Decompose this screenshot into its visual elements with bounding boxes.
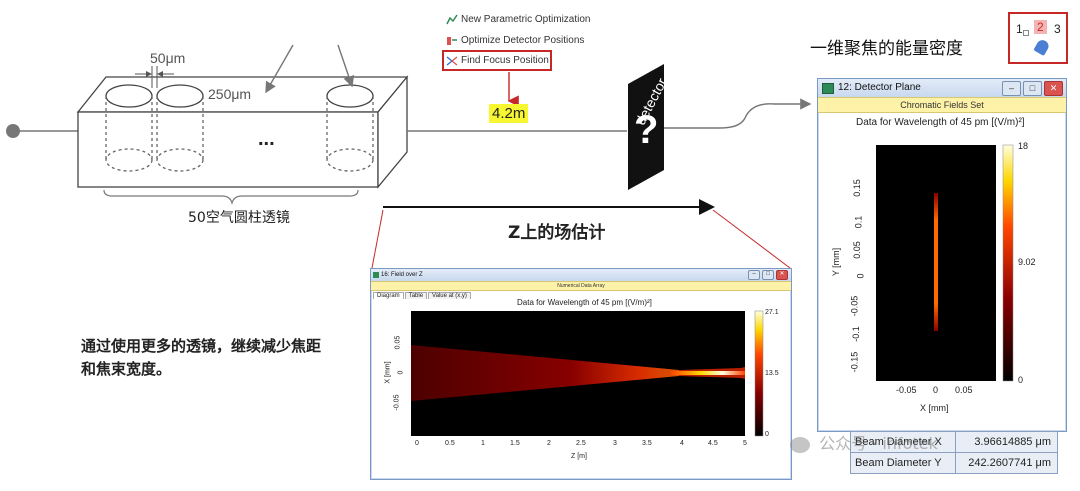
y-tick: 0.05 [394, 335, 402, 350]
x-tick: 2.5 [576, 440, 586, 447]
view-selector[interactable]: 1 2 3 [1008, 12, 1068, 64]
colorbar-tick: 0 [765, 431, 769, 438]
x-tick: 4 [680, 440, 684, 447]
y-axis-label: X [mm] [384, 361, 392, 384]
detector-focus-line [934, 193, 938, 331]
menu-item-parametric-optimization[interactable]: New Parametric Optimization [446, 14, 590, 25]
y-tick: 0.05 [851, 241, 862, 259]
watermark: 公众号 · infotek [790, 430, 938, 454]
optimization-icon [446, 14, 458, 25]
menu-item-find-focus[interactable]: Find Focus Position [446, 55, 549, 66]
y-tick: 0.15 [851, 179, 862, 197]
colorbar-tick: 18 [1018, 141, 1029, 151]
x-tick: 3.5 [642, 440, 652, 447]
x-tick: 0 [933, 385, 939, 395]
focus-result-value: 4.2m [489, 104, 529, 123]
beam-label-y: Beam Diameter Y [850, 452, 956, 474]
tab-table[interactable]: Table [404, 292, 428, 299]
x-tick: 0 [415, 440, 419, 447]
beam-value-x: 3.96614885 μm [955, 431, 1058, 453]
maximize-button[interactable]: □ [762, 270, 774, 280]
view-tabs: Diagram Table Value at (x,y) [371, 291, 791, 300]
detector-panel [628, 64, 664, 190]
y-tick: -0.05 [393, 394, 401, 411]
close-button[interactable]: ✕ [1044, 81, 1063, 96]
field-over-z-window: 16: Field over Z – □ ✕ Numerical Data Ar… [370, 268, 792, 480]
watermark-text: 公众号 · infotek [819, 434, 938, 453]
close-button[interactable]: ✕ [776, 270, 788, 280]
field-plot [411, 310, 764, 437]
window-titlebar[interactable]: 16: Field over Z – □ ✕ [371, 269, 791, 281]
wechat-icon [790, 436, 810, 453]
window-app-icon [373, 272, 379, 278]
colorbar-tick: 9.02 [1018, 257, 1036, 267]
minimize-button[interactable]: – [1002, 81, 1021, 96]
y-tick: 0 [855, 273, 866, 279]
y-tick: -0.15 [849, 351, 860, 373]
window-title: 12: Detector Plane [838, 82, 921, 93]
detector-colorbar [1002, 144, 1014, 382]
detector-plane-window: 12: Detector Plane – □ ✕ Chromatic Field… [817, 78, 1067, 432]
y-tick: 0 [397, 370, 405, 375]
window-app-icon [822, 83, 834, 94]
rocket-icon [1033, 37, 1051, 57]
x-tick: 0.05 [955, 385, 973, 395]
x-tick: 0.5 [445, 440, 455, 447]
lens-block [76, 75, 409, 189]
x-tick: 2 [547, 440, 551, 447]
field-plot-title: Data for Wavelength of 45 pm [(V/m)²] [517, 298, 652, 307]
beam-value-y: 242.2607741 μm [955, 452, 1058, 474]
fields-set-band: Chromatic Fields Set [818, 97, 1066, 113]
x-axis-label: X [mm] [920, 403, 949, 413]
numerical-array-band: Numerical Data Array [371, 281, 791, 291]
lens-caption: 50空气圆柱透镜 [188, 210, 290, 226]
ellipsis-label: ... [258, 128, 275, 150]
menu-item-label: New Parametric Optimization [461, 14, 591, 25]
detector-plot-title: Data for Wavelength of 45 pm [(V/m)²] [856, 117, 1025, 128]
y-axis-label: Y [mm] [831, 247, 842, 277]
dimension-50um-label: 50μm [150, 50, 186, 66]
focus-core [671, 371, 745, 375]
colorbar-tick: 13.5 [765, 370, 779, 377]
menu-item-label: Find Focus Position [461, 55, 549, 66]
colorbar-tick: 0 [1018, 375, 1024, 385]
x-tick: 1.5 [510, 440, 520, 447]
minimize-button[interactable]: – [748, 270, 760, 280]
y-tick: -0.05 [849, 295, 860, 317]
menu-item-optimize-detector[interactable]: Optimize Detector Positions [446, 35, 584, 46]
y-tick: -0.1 [850, 326, 861, 342]
energy-density-title: 一维聚焦的能量密度 [810, 39, 963, 59]
colorbar-tick: 27.1 [765, 309, 779, 316]
detector-question-mark: ? [634, 108, 659, 152]
z-field-label: Z上的场估计 [508, 223, 606, 243]
window-title: 16: Field over Z [381, 272, 423, 278]
selector-2[interactable]: 2 [1034, 20, 1047, 34]
selector-1[interactable]: 1 [1016, 22, 1023, 36]
detector-optimize-icon [446, 35, 458, 46]
field-colorbar [754, 310, 764, 437]
maximize-button[interactable]: □ [1023, 81, 1042, 96]
note-text: 通过使用更多的透镜，继续减少焦距和焦束宽度。 [81, 337, 322, 378]
menu-highlight-box [442, 50, 552, 71]
tab-value[interactable]: Value at (x,y) [428, 292, 471, 299]
converging-beam [411, 345, 679, 401]
x-tick: 5 [743, 440, 747, 447]
x-axis-label: Z [m] [571, 453, 587, 460]
tab-diagram[interactable]: Diagram [373, 292, 404, 299]
detector-plot [876, 144, 1014, 382]
window-titlebar[interactable]: 12: Detector Plane – □ ✕ [818, 79, 1066, 97]
x-tick: -0.05 [896, 385, 917, 395]
focus-icon [446, 55, 458, 66]
x-tick: 4.5 [708, 440, 718, 447]
y-tick: 0.1 [853, 215, 864, 229]
x-tick: 3 [613, 440, 617, 447]
x-tick: 1 [481, 440, 485, 447]
menu-item-label: Optimize Detector Positions [461, 35, 585, 46]
dimension-250um-label: 250μm [208, 86, 252, 102]
selector-3[interactable]: 3 [1054, 22, 1061, 36]
